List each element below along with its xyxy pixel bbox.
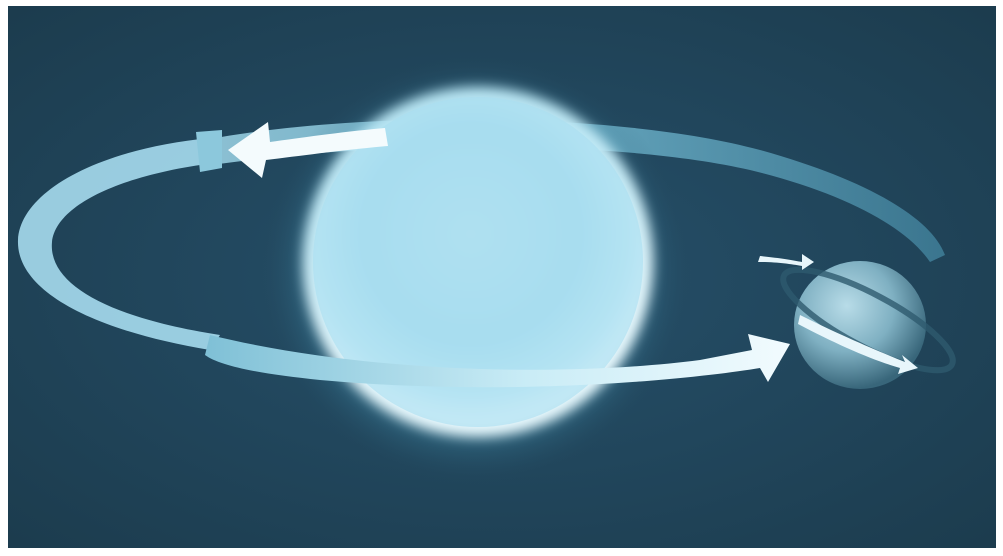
orbit-band-cap <box>196 130 222 172</box>
